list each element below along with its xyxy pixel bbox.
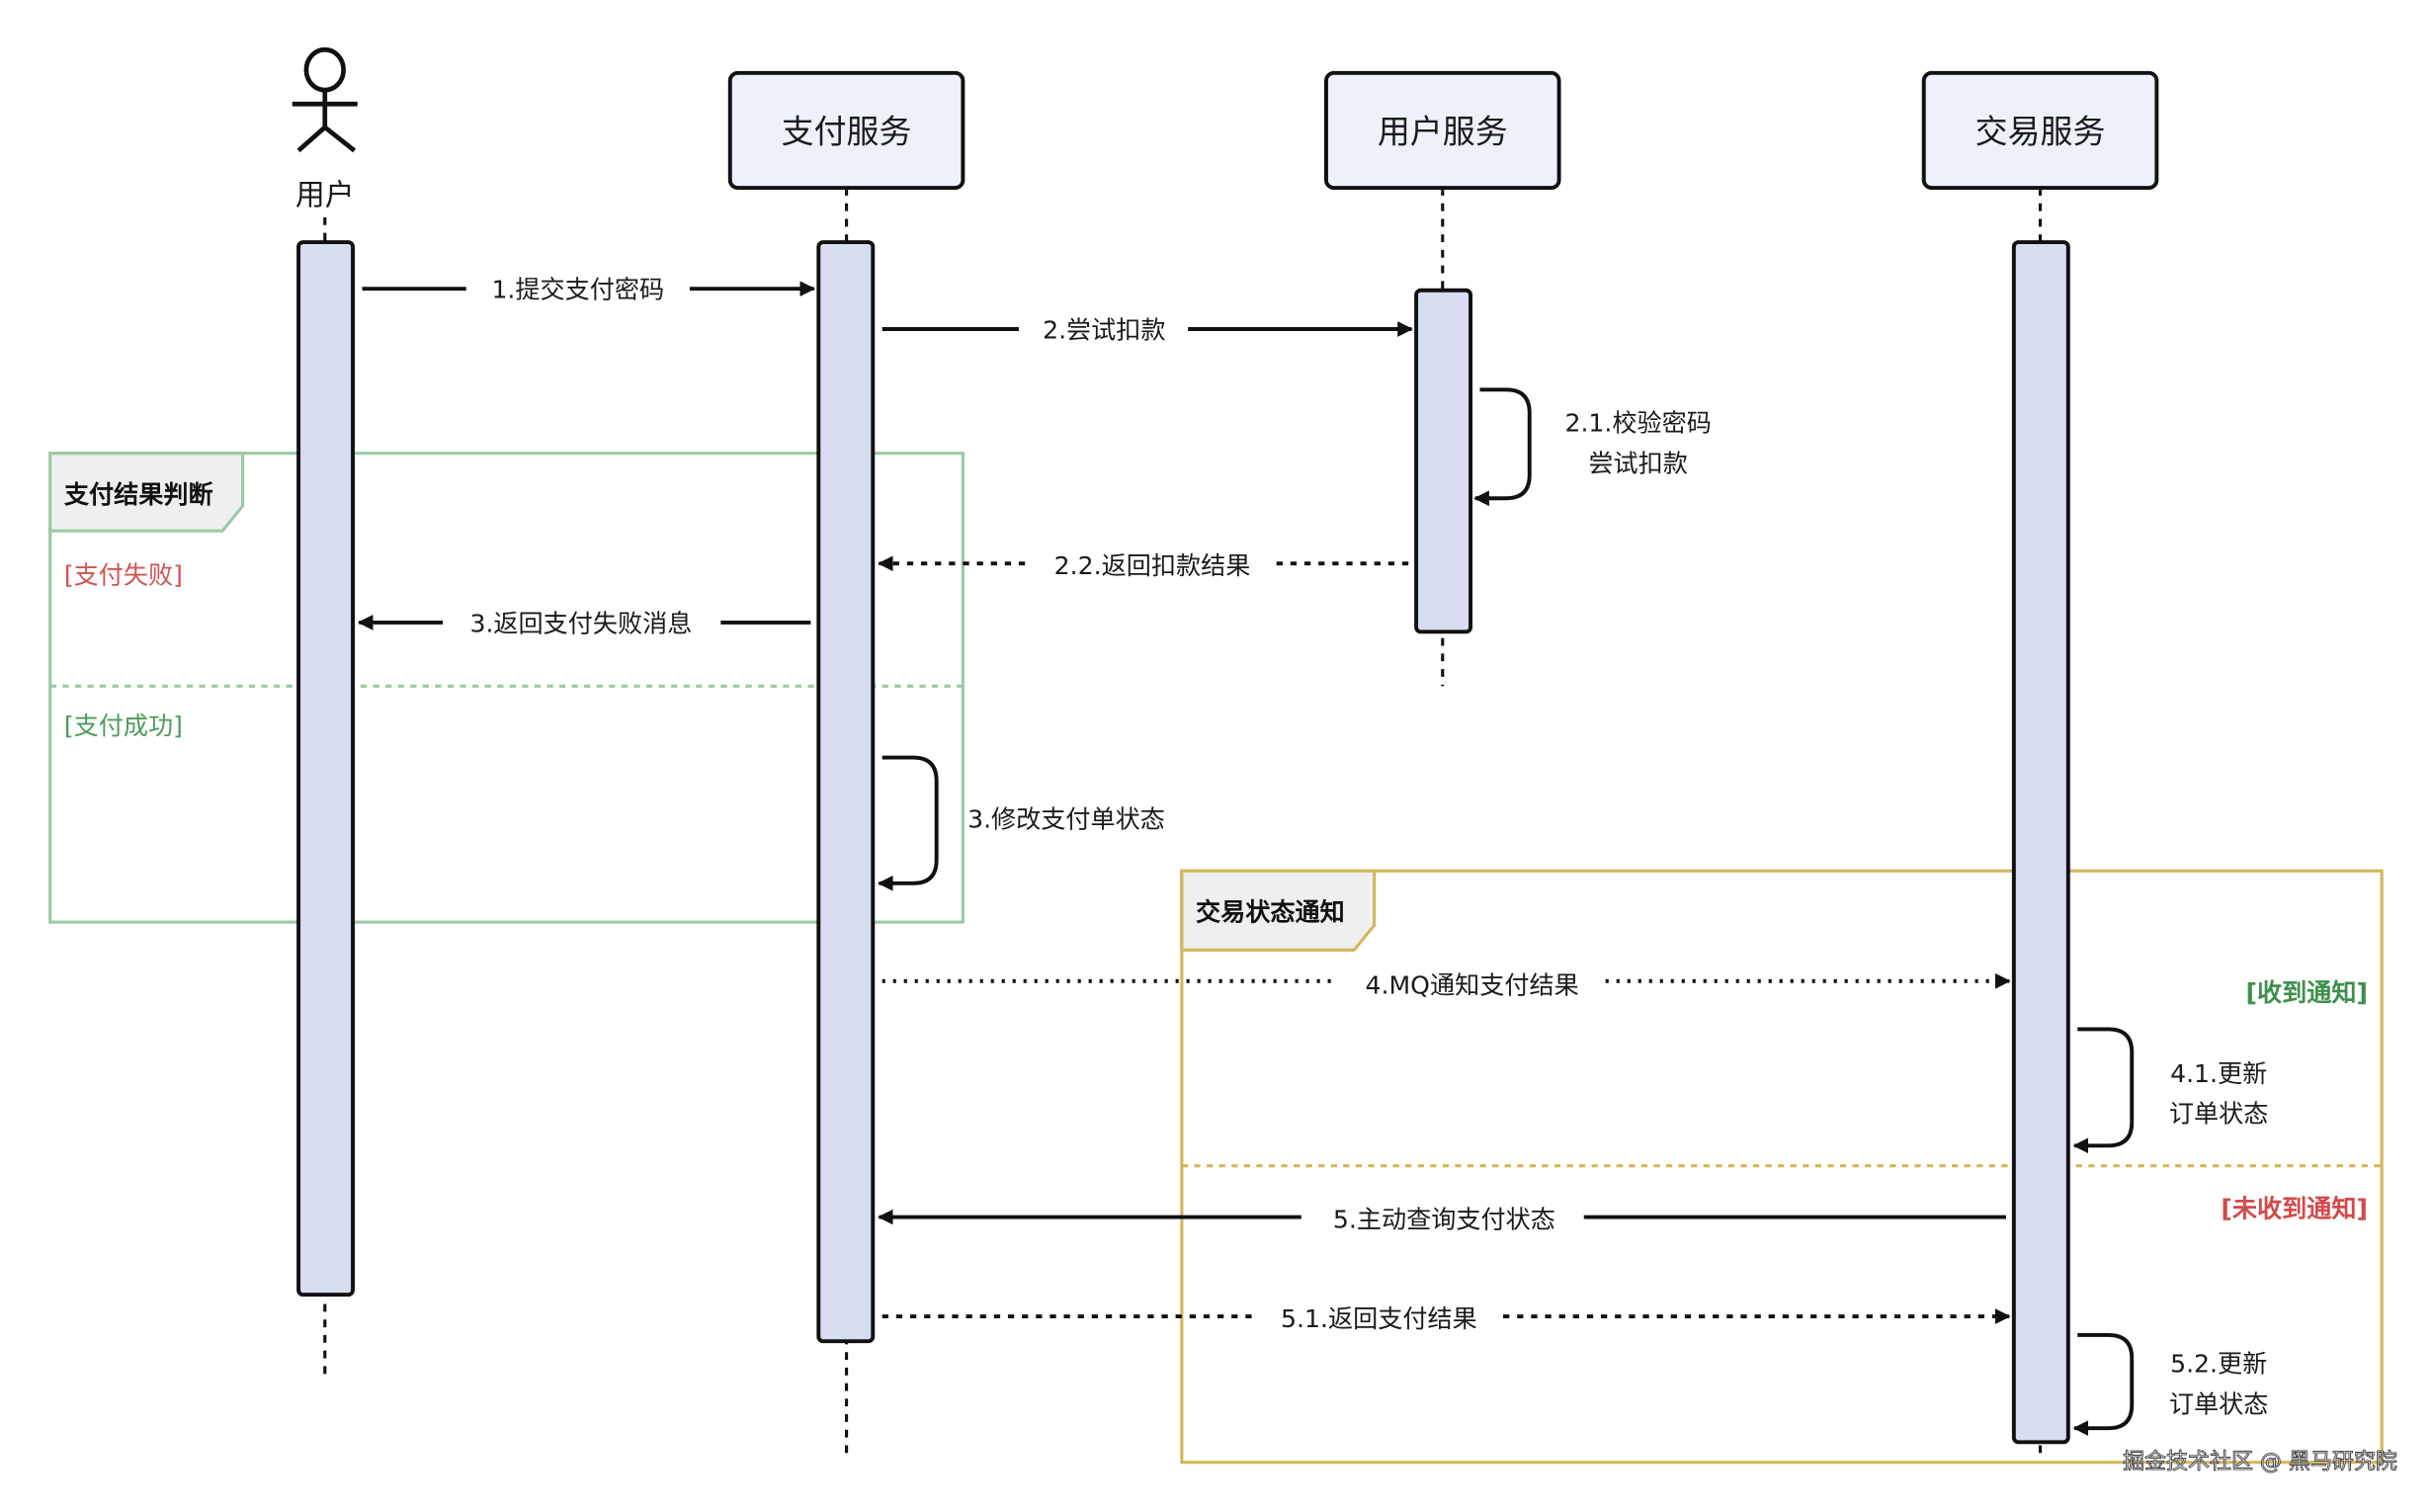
message-1: 1.提交支付密码: [362, 276, 816, 304]
actor-user: [292, 46, 358, 153]
activation-user-service: [1414, 288, 1473, 634]
message-4: 4.MQ通知支付结果: [882, 970, 2011, 999]
guard-fail: [支付失败]: [64, 561, 183, 590]
message-label: 订单状态: [2169, 1389, 2269, 1418]
frame-title: 交易状态通知: [1196, 898, 1345, 927]
actor-label: 用户: [295, 178, 355, 212]
watermark: 掘金技术社区 @ 黑马研究院: [2123, 1450, 2397, 1474]
participant-pay-service[interactable]: 支付服务: [727, 70, 966, 191]
frame-title-tab: [1180, 869, 1377, 952]
message-label: 5.主动查询支付状态: [1333, 1206, 1555, 1234]
message-label: 4.MQ通知支付结果: [1366, 970, 1579, 999]
message-label: 2.2.返回扣款结果: [1054, 551, 1251, 580]
message-label: 1.提交支付密码: [491, 276, 664, 304]
guard-received: [收到通知]: [2246, 978, 2368, 1007]
frame-payment-result: 支付结果判断 [支付失败] [支付成功]: [48, 452, 965, 924]
message-5-2-self: 5.2.更新 订单状态: [2072, 1332, 2269, 1437]
frame-title: 支付结果判断: [64, 480, 213, 509]
message-label: 3.返回支付失败消息: [469, 609, 692, 637]
message-3-self: 3.修改支付单状态: [877, 755, 1165, 891]
frame-title-tab: [48, 452, 245, 533]
actor-leg-left: [296, 126, 327, 153]
message-4-1-self: 4.1.更新 订单状态: [2072, 1027, 2269, 1154]
message-2: 2.尝试扣款: [882, 315, 1413, 344]
participant-trade-service[interactable]: 交易服务: [1921, 70, 2159, 191]
message-label: 尝试扣款: [1588, 450, 1688, 478]
participant-label: 支付服务: [782, 113, 912, 151]
message-label: 5.2.更新: [2170, 1350, 2267, 1379]
message-label: 5.1.返回支付结果: [1281, 1304, 1477, 1333]
guard-not-received: [未收到通知]: [2221, 1195, 2368, 1223]
frame-trade-notify: 交易状态通知 [收到通知] [未收到通知]: [1180, 869, 2384, 1465]
activation-pay-service: [816, 240, 876, 1344]
message-3-fail: 3.返回支付失败消息: [357, 609, 811, 637]
actor-leg-right: [323, 125, 357, 153]
message-label: 订单状态: [2169, 1100, 2269, 1129]
message-label: 3.修改支付单状态: [967, 804, 1165, 833]
message-2-2: 2.2.返回扣款结果: [877, 551, 1409, 580]
message-label: 4.1.更新: [2170, 1059, 2267, 1088]
message-label: 2.尝试扣款: [1043, 315, 1165, 344]
message-5-1: 5.1.返回支付结果: [882, 1304, 2011, 1333]
guard-success: [支付成功]: [64, 712, 183, 740]
participant-user-service[interactable]: 用户服务: [1323, 70, 1561, 191]
actor-head: [303, 46, 346, 93]
message-5: 5.主动查询支付状态: [877, 1206, 2006, 1234]
activation-user: [296, 240, 356, 1298]
activation-trade-service: [2011, 240, 2070, 1445]
participant-label: 用户服务: [1378, 113, 1508, 151]
message-label: 2.1.校验密码: [1564, 409, 1711, 438]
participant-label: 交易服务: [1975, 113, 2106, 151]
message-2-1-self: 2.1.校验密码 尝试扣款: [1473, 387, 1712, 507]
